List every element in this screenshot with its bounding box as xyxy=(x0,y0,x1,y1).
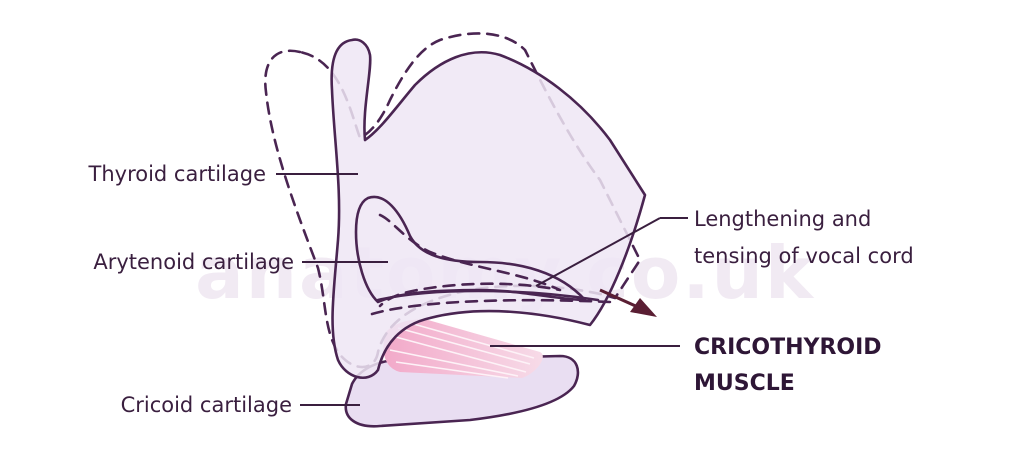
vocal-cord-dashed xyxy=(370,298,612,316)
thyroid-cartilage-shape xyxy=(330,38,647,380)
thyroid-cartilage-label: Thyroid cartilage xyxy=(88,162,267,186)
muscle-label-line2: MUSCLE xyxy=(694,371,795,396)
arytenoid-cartilage-dashed xyxy=(378,213,562,308)
lengthening-leader-line xyxy=(535,217,661,287)
muscle-label-line1: CRICOTHYROID xyxy=(694,335,882,360)
cricoid-cartilage-label: Cricoid cartilage xyxy=(121,393,292,417)
vocal-cord-solid xyxy=(376,289,600,302)
cricothyroid-muscle xyxy=(383,319,543,379)
arytenoid-cartilage-label: Arytenoid cartilage xyxy=(93,250,294,274)
lengthening-label-line1: Lengthening and xyxy=(694,207,871,231)
lengthening-arrow xyxy=(599,288,657,317)
lengthening-label-line2: tensing of vocal cord xyxy=(694,244,914,268)
